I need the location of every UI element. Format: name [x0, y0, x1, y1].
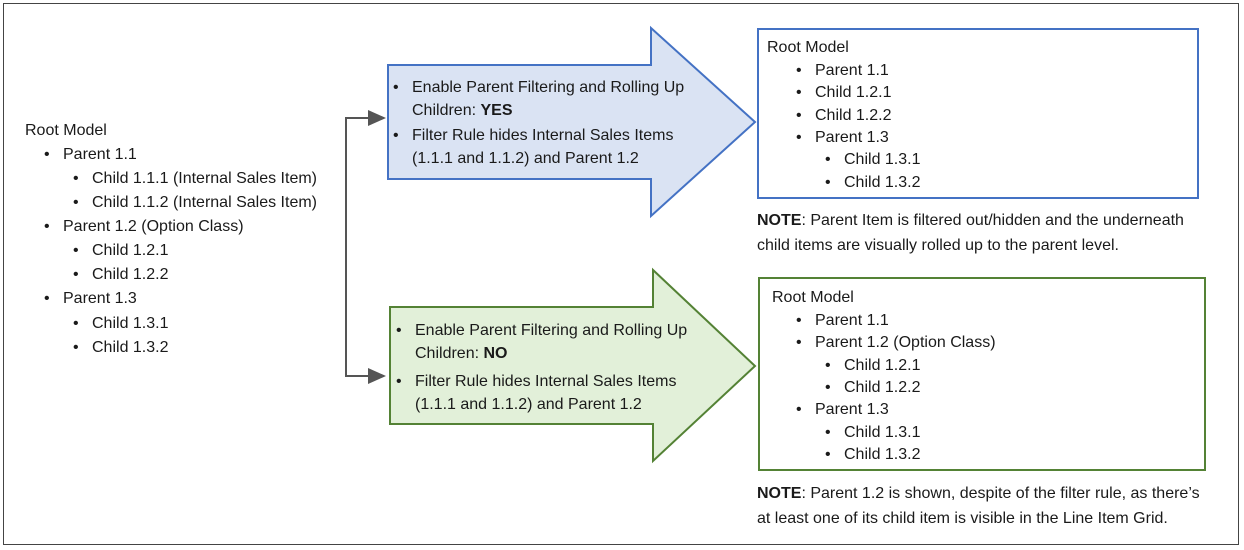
result-no-item: Parent 1.2 (Option Class)	[796, 332, 995, 355]
arrow-yes-line: Filter Rule hides Internal Sales Items	[393, 124, 673, 148]
result-yes-item: Child 1.2.2	[796, 105, 891, 128]
result-yes-item: Child 1.2.1	[796, 82, 891, 105]
result-no-item: Child 1.3.2	[825, 444, 920, 467]
source-item: Parent 1.2 (Option Class)	[44, 216, 243, 239]
source-item: Child 1.2.1	[73, 240, 168, 263]
arrow-yes-prefix: Children:	[412, 102, 481, 119]
arrow-yes-line: Children: YES	[412, 99, 513, 123]
arrow-no-value: NO	[483, 345, 508, 362]
result-no-note: NOTE: Parent 1.2 is shown, despite of th…	[757, 482, 1200, 506]
result-no-note-line2: at least one of its child item is visibl…	[757, 510, 1168, 527]
result-no-item: Parent 1.3	[796, 399, 889, 422]
connector-line	[345, 110, 386, 377]
arrow-no-prefix: Children:	[415, 345, 484, 362]
result-yes-item: Parent 1.1	[796, 60, 889, 83]
result-no-item: Child 1.3.1	[825, 422, 920, 445]
arrow-no-shape	[389, 267, 757, 464]
arrow-yes-value: YES	[480, 102, 513, 119]
source-item: Parent 1.1	[44, 144, 137, 167]
result-no-box	[758, 277, 1206, 471]
arrow-no-line: Enable Parent Filtering and Rolling Up	[396, 319, 687, 343]
result-yes-item: Child 1.3.1	[825, 149, 920, 172]
note-label: NOTE	[757, 212, 802, 229]
result-no-root: Root Model	[772, 289, 854, 306]
arrow-no-line: Children: NO	[415, 342, 507, 366]
result-yes-note-line2: child items are visually rolled up to th…	[757, 237, 1119, 254]
result-yes-note: NOTE: Parent Item is filtered out/hidden…	[757, 209, 1184, 233]
source-item: Child 1.1.2 (Internal Sales Item)	[73, 192, 317, 215]
result-yes-item: Child 1.3.2	[825, 172, 920, 195]
result-no-item: Parent 1.1	[796, 310, 889, 333]
source-item: Child 1.1.1 (Internal Sales Item)	[73, 168, 317, 191]
note-text: : Parent Item is filtered out/hidden and…	[801, 212, 1184, 229]
arrow-no-line: Filter Rule hides Internal Sales Items	[396, 370, 676, 394]
arrow-yes-line: (1.1.1 and 1.1.2) and Parent 1.2	[412, 150, 639, 167]
result-yes-root: Root Model	[767, 39, 849, 56]
arrow-no-line: (1.1.1 and 1.1.2) and Parent 1.2	[415, 396, 642, 413]
source-item: Parent 1.3	[44, 288, 137, 311]
result-no-item: Child 1.2.1	[825, 355, 920, 378]
result-yes-item: Parent 1.3	[796, 127, 889, 150]
source-item: Child 1.2.2	[73, 264, 168, 287]
result-no-item: Child 1.2.2	[825, 377, 920, 400]
arrow-yes-line: Enable Parent Filtering and Rolling Up	[393, 76, 684, 100]
source-root-label: Root Model	[25, 122, 107, 139]
source-item: Child 1.3.2	[73, 337, 168, 360]
source-item: Child 1.3.1	[73, 313, 168, 336]
note-label: NOTE	[757, 485, 802, 502]
arrow-yes-shape	[387, 25, 757, 219]
note-text: : Parent 1.2 is shown, despite of the fi…	[801, 485, 1200, 502]
